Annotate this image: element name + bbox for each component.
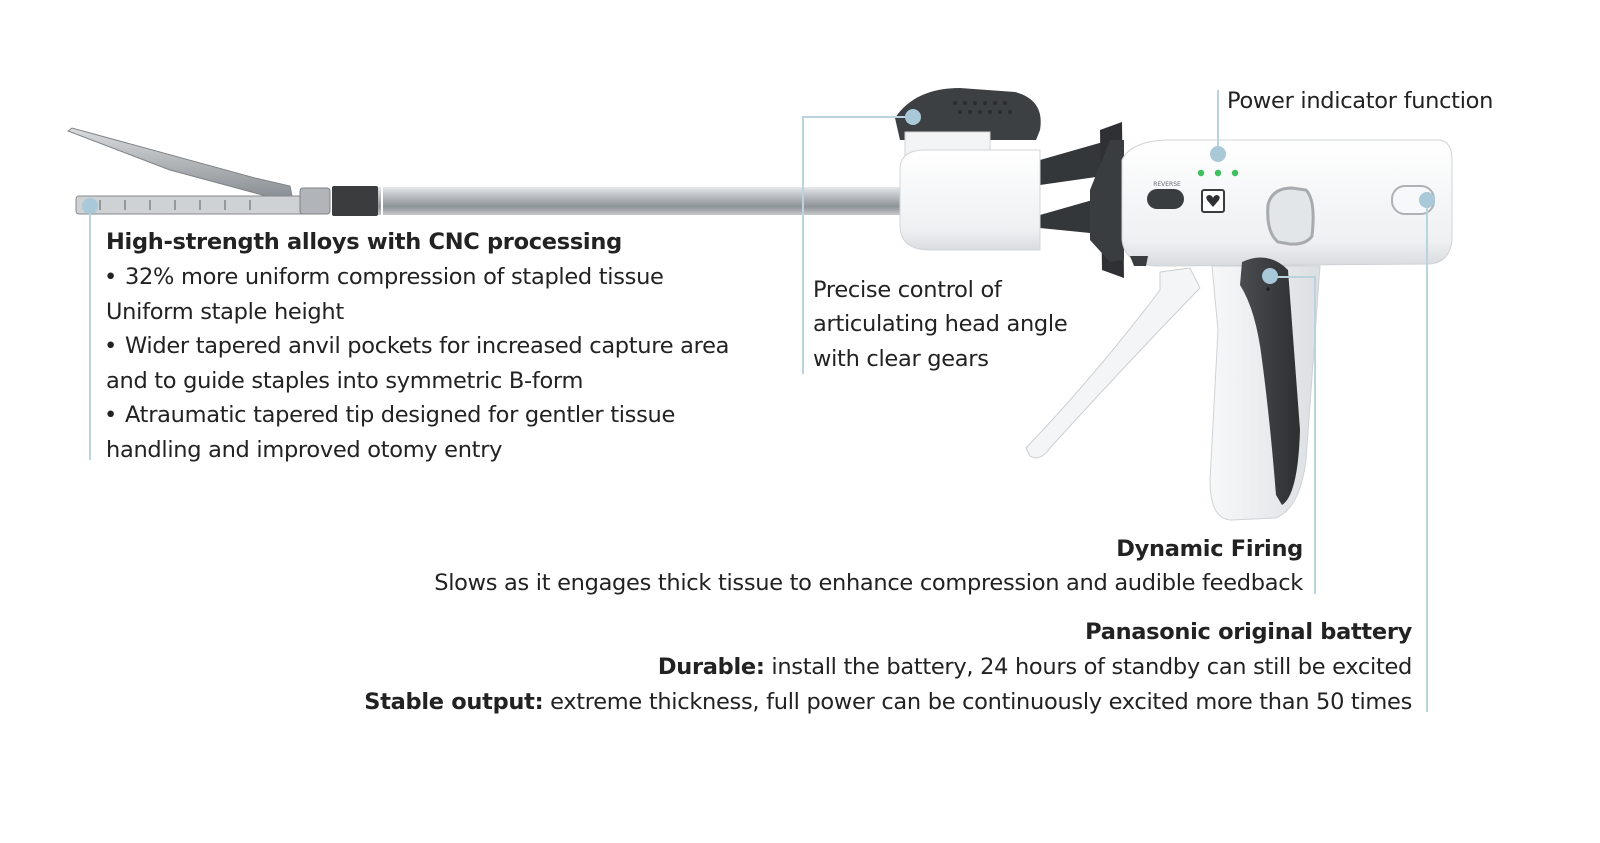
jaw-callout-line-2: Uniform staple height <box>106 299 344 325</box>
jaw-leader-dot <box>82 198 98 214</box>
jaw-callout-line-4: and to guide staples into symmetric B-fo… <box>106 368 584 394</box>
articulation-callout-line-1: Precise control of <box>813 277 1002 303</box>
jaw-callout-title: High-strength alloys with CNC processing <box>106 229 622 255</box>
power-led-1 <box>1197 169 1205 177</box>
battery-leader-dot <box>1419 192 1435 208</box>
power-leader-dot <box>1210 146 1226 162</box>
battery-leader-line <box>1426 200 1428 712</box>
articulation-callout-line-2: articulating head angle <box>813 311 1068 337</box>
jaw-leader-line <box>89 206 91 460</box>
articulation-leader-dot <box>905 109 921 125</box>
power-callout-title: Power indicator function <box>1227 88 1494 114</box>
jaw-callout-line-1: 32% more uniform compression of stapled … <box>104 260 664 295</box>
reverse-label: REVERSE <box>1153 181 1181 188</box>
power-led-3 <box>1231 169 1239 177</box>
battery-callout-stable: Stable output: extreme thickness, full p… <box>364 689 1412 715</box>
power-led-2 <box>1214 169 1222 177</box>
articulation-leader-line-v <box>802 116 804 374</box>
jaw-callout-line-3: Wider tapered anvil pockets for increase… <box>104 329 729 364</box>
shaft <box>378 187 908 215</box>
battery-callout-durable: Durable: install the battery, 24 hours o… <box>657 654 1412 680</box>
jaw-assembly <box>66 127 378 216</box>
firing-callout-title: Dynamic Firing <box>1116 536 1303 562</box>
firing-leader-line-h <box>1270 276 1316 278</box>
firing-leader-dot <box>1262 268 1278 284</box>
firing-leader-line-v <box>1314 276 1316 594</box>
jaw-callout-line-5: Atraumatic tapered tip designed for gent… <box>104 398 675 433</box>
heart-icon <box>1206 195 1220 207</box>
articulation-callout-line-3: with clear gears <box>813 346 989 372</box>
articulation-leader-line-h <box>802 116 910 118</box>
battery-callout-title: Panasonic original battery <box>1085 619 1412 645</box>
firing-callout-text: Slows as it engages thick tissue to enha… <box>434 570 1303 596</box>
rotation-gear-collar <box>1040 122 1124 278</box>
power-leader-line <box>1217 90 1219 154</box>
handle-body: REVERSE <box>1025 139 1453 521</box>
jaw-callout-line-6: handling and improved otomy entry <box>106 437 503 463</box>
